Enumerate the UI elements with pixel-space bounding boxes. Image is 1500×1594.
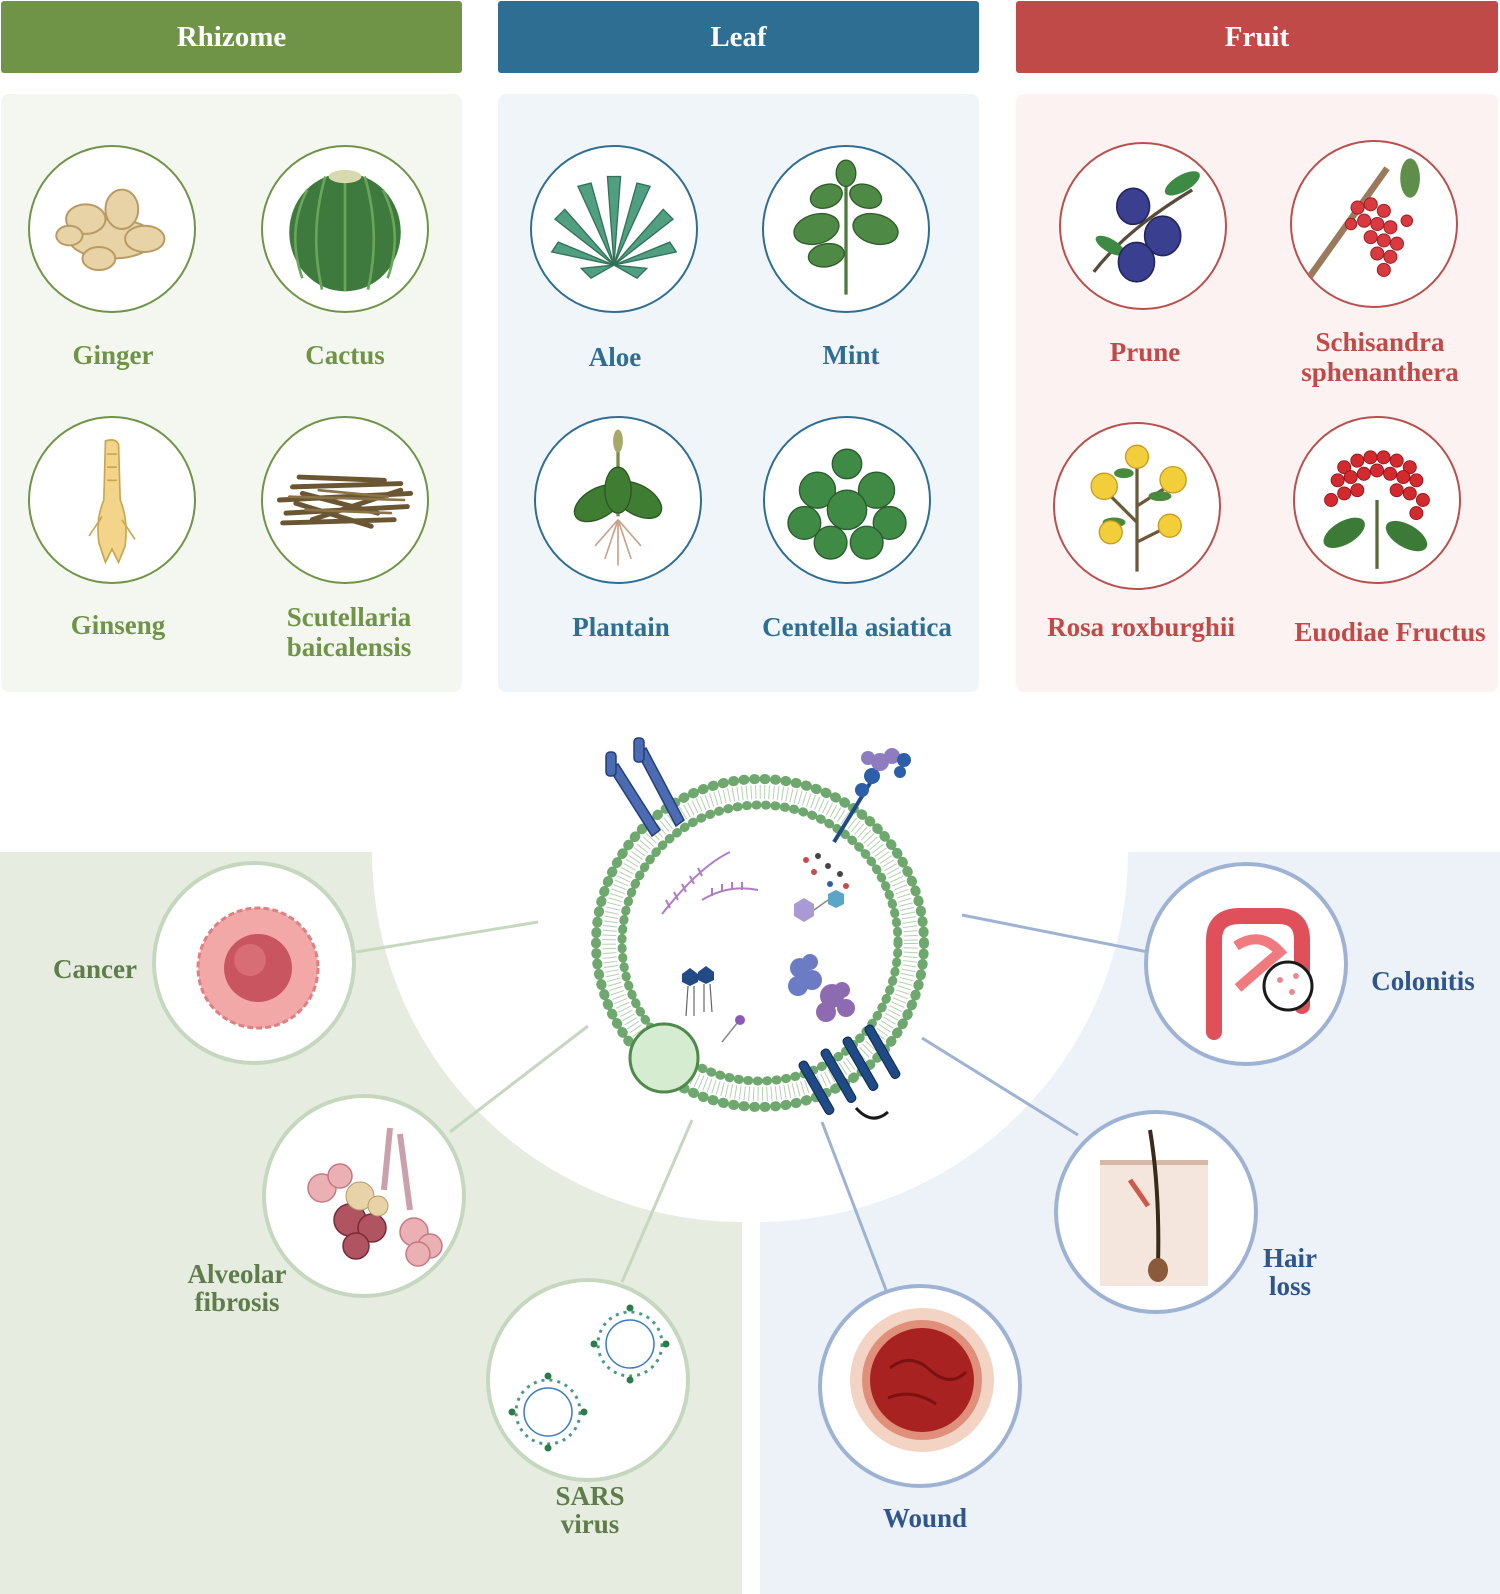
sars-virus-icon — [486, 1278, 690, 1482]
vesicle-tails — [602, 785, 918, 1101]
cactus-icon — [261, 145, 429, 313]
centella-asiatica-icon — [763, 416, 931, 584]
prune-label: Prune — [1109, 337, 1181, 367]
centella-asiatica-label: Centella asiatica — [762, 612, 952, 642]
glycoprotein-icon — [832, 748, 911, 844]
connector-sars — [620, 1119, 694, 1283]
connector-wound — [820, 1121, 888, 1291]
plantain-icon — [534, 416, 702, 584]
rosa-roxburghii-label: Rosa roxburghii — [1047, 612, 1235, 642]
organelle-icon — [628, 1022, 700, 1094]
lipid-icon — [682, 966, 745, 1043]
hair-loss-icon — [1054, 1110, 1258, 1314]
vesicle-outer-beads — [591, 774, 929, 1112]
plant-derived-vesicle-icon — [591, 737, 929, 1120]
wound-label: Wound — [882, 1503, 968, 1533]
ginseng-label: Ginseng — [70, 610, 166, 640]
connector-colonitis — [961, 913, 1149, 954]
prune-icon — [1059, 142, 1227, 310]
protein-icon — [788, 954, 855, 1022]
euodiae-fructus-label: Euodiae Fructus — [1294, 617, 1486, 647]
disease-diagram — [0, 737, 1500, 1594]
connector-cancer — [355, 920, 539, 954]
rhizome-header: Rhizome — [1, 1, 462, 73]
small-molecule-icon — [794, 853, 849, 922]
plantain-label: Plantain — [572, 612, 670, 642]
membrane-receptor-icon — [605, 737, 685, 838]
scutellaria-baicalensis-icon — [261, 416, 429, 584]
ginseng-icon — [28, 416, 196, 584]
fruit-header: Fruit — [1016, 1, 1498, 73]
scutellaria-baicalensis-label: Scutellaria baicalensis — [286, 602, 412, 662]
colonitis-label: Colonitis — [1371, 966, 1475, 996]
cancer-icon — [152, 861, 356, 1065]
aloe-label: Aloe — [588, 342, 642, 372]
vesicle-inner-beads — [617, 800, 903, 1086]
wound-icon — [818, 1284, 1022, 1488]
schisandra-sphenanthera-label: Schisandra sphenanthera — [1301, 327, 1459, 387]
cactus-label: Cactus — [305, 340, 385, 370]
hair-loss-label: Hair loss — [1263, 1243, 1317, 1301]
leaf-header: Leaf — [498, 1, 979, 73]
mint-icon — [762, 145, 930, 313]
alveolar-fibrosis-label: Alveolar fibrosis — [187, 1259, 287, 1317]
rosa-roxburghii-icon — [1053, 422, 1221, 590]
transmembrane-protein-icon — [798, 1024, 901, 1116]
euodiae-fructus-icon — [1293, 416, 1461, 584]
connector-hair-loss — [921, 1036, 1079, 1137]
colonitis-icon — [1144, 862, 1348, 1066]
ginger-label: Ginger — [72, 340, 154, 370]
alveolar-fibrosis-icon — [262, 1094, 466, 1298]
ginger-icon — [28, 145, 196, 313]
mint-label: Mint — [822, 340, 880, 370]
sars-virus-label: SARS virus — [555, 1481, 625, 1539]
rna-icon — [661, 851, 759, 915]
connector-alveolar — [449, 1024, 589, 1134]
aloe-icon — [530, 145, 698, 313]
cancer-label: Cancer — [53, 954, 137, 984]
schisandra-sphenanthera-icon — [1290, 140, 1458, 308]
